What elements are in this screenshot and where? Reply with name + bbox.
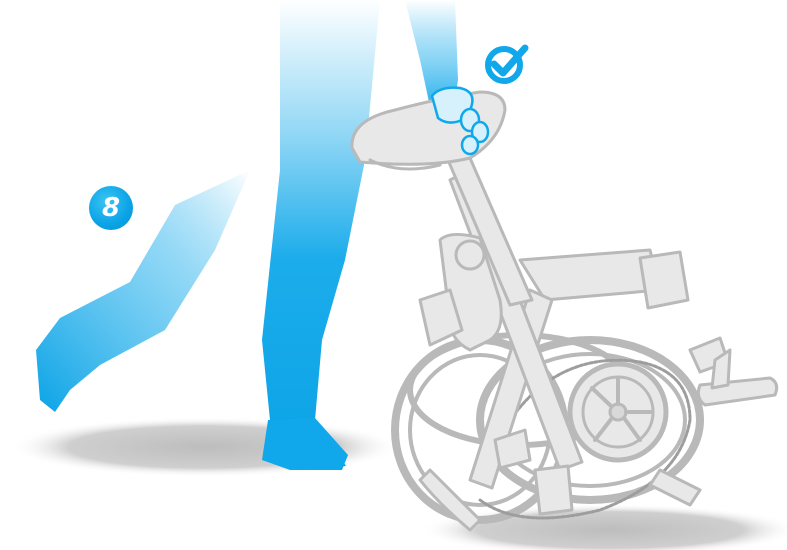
- rider-front-leg: [262, 0, 380, 470]
- rider-back-leg: [36, 170, 250, 412]
- folded-bicycle: [352, 92, 777, 530]
- pedal: [535, 466, 572, 514]
- step-number: 8: [102, 193, 120, 223]
- frame-hinge: [640, 252, 688, 308]
- handlebar-grip: [698, 378, 776, 405]
- check-circle-icon: [483, 40, 529, 86]
- step-number-badge: 8: [89, 186, 133, 230]
